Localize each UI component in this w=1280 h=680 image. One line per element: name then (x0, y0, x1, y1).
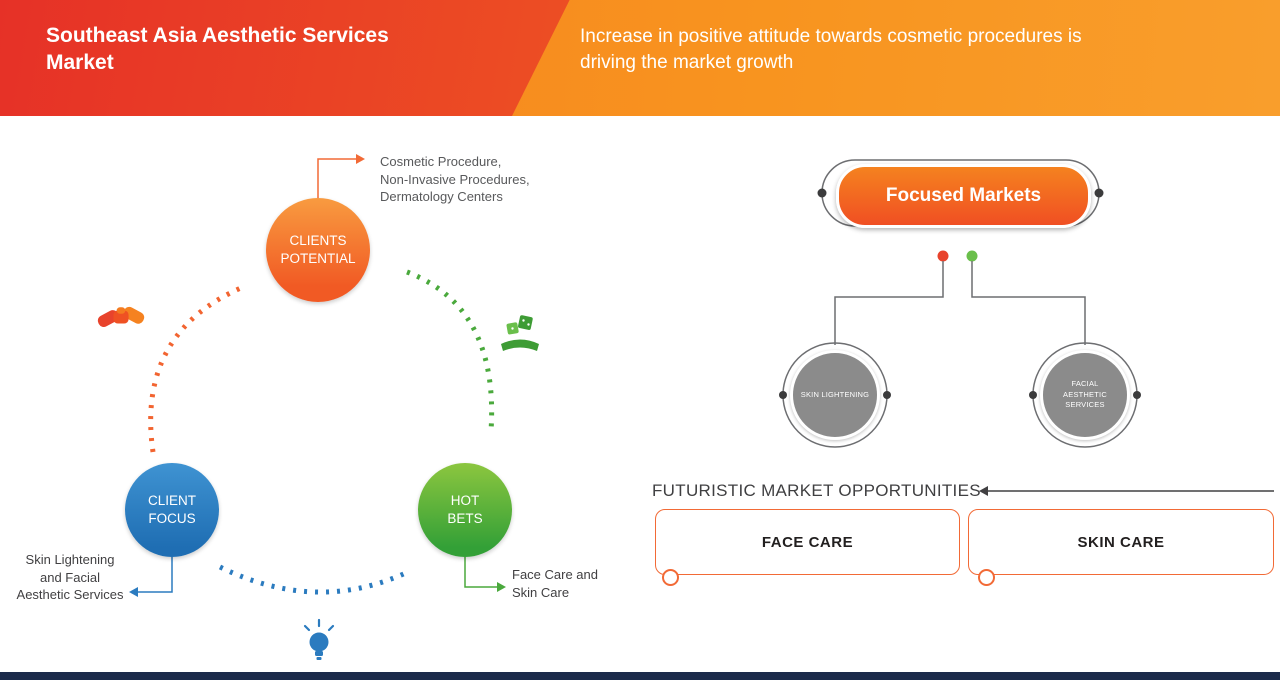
header-left-panel (0, 0, 570, 116)
opportunities-arrow (979, 486, 1274, 496)
annotation-line: Dermatology Centers (380, 189, 503, 205)
node-label-line: HOT (450, 493, 480, 509)
opportunity-box-corner-dot (978, 569, 995, 586)
opportunities-title: FUTURISTIC MARKET OPPORTUNITIES (652, 481, 981, 500)
opportunity-box-label: FACE CARE (761, 533, 854, 551)
node-label-line: CLIENTS (289, 233, 347, 249)
sub-node-label-line: FACIAL (1071, 379, 1099, 389)
annotation-hot-bets: Face Care and Skin Care (512, 566, 598, 601)
annotation-line: Face Care and (512, 567, 598, 582)
callout-line-client-focus (138, 557, 173, 593)
page-title-line-2: Market (46, 51, 114, 75)
cycle-callout-lines (129, 154, 506, 597)
annotation-line: Cosmetic Procedure, (380, 154, 502, 169)
frame-dot-left (817, 188, 827, 198)
annotation-line: Skin Lightening (25, 552, 115, 567)
opportunities-arrow-head (979, 486, 988, 496)
node-clients-potential: CLIENTS POTENTIAL (266, 198, 370, 302)
callout-arrow-clients-potential (356, 154, 365, 164)
header-subtitle-line-2: driving the market growth (580, 51, 794, 73)
cycle-arcs (148, 269, 495, 595)
ring-dot (883, 391, 891, 399)
annotation-clients-potential: Cosmetic Procedure, Non-Invasive Procedu… (380, 153, 530, 206)
opportunity-box-label: SKIN CARE (1077, 533, 1165, 551)
arc-focus-to-potential (148, 284, 244, 453)
opportunity-box-skin-care: SKIN CARE (968, 509, 1274, 575)
header-banner: Southeast Asia Aesthetic Services Market… (0, 0, 1280, 116)
branch-dot-green (966, 250, 978, 262)
callout-arrow-client-focus (129, 587, 138, 597)
dice-hand-icon (497, 314, 543, 363)
page-title-line-1: Southeast Asia Aesthetic Services (46, 24, 389, 47)
branch-line-right (971, 261, 1086, 345)
node-label-line: POTENTIAL (280, 251, 356, 266)
node-label-line: BETS (447, 511, 483, 526)
node-label-line: CLIENT (147, 493, 196, 509)
annotation-line: Non-Invasive Procedures, (380, 171, 530, 187)
node-label-line: FOCUS (148, 511, 196, 526)
header-subtitle: Increase in positive attitude towards co… (580, 24, 1082, 75)
opportunity-box-corner-dot (662, 569, 679, 586)
page-title: Southeast Asia Aesthetic Services Market (46, 22, 389, 77)
ring-dot (779, 391, 787, 399)
focused-markets-label: Focused Markets (885, 185, 1042, 206)
callout-line-clients-potential (317, 158, 356, 198)
sub-node-facial-aesthetic-services: FACIAL AESTHETIC SERVICES (1040, 350, 1130, 440)
sub-node-label-line: SKIN LIGHTENING (800, 389, 870, 399)
callout-arrow-hot-bets (497, 582, 506, 592)
annotation-line: and Facial (40, 569, 100, 585)
opportunity-box-face-care: FACE CARE (655, 509, 960, 575)
handshake-icon (95, 297, 147, 342)
frame-dot-right (1094, 188, 1104, 198)
arc-focus-to-hotbets (218, 564, 412, 595)
callout-line-hot-bets (464, 557, 497, 588)
sub-node-label-line: AESTHETIC SERVICES (1063, 389, 1107, 410)
annotation-line: Aesthetic Services (16, 587, 124, 603)
sub-node-rings (779, 342, 1141, 448)
node-client-focus: CLIENT FOCUS (125, 463, 219, 557)
focused-markets-pill: Focused Markets (836, 164, 1091, 228)
annotation-line: Skin Care (512, 584, 570, 600)
bottom-accent-bar (0, 672, 1280, 680)
ring-dot (1133, 391, 1141, 399)
branch-line-left (834, 261, 944, 345)
header-subtitle-line-1: Increase in positive attitude towards co… (580, 26, 1082, 47)
sub-node-skin-lightening: SKIN LIGHTENING (790, 350, 880, 440)
annotation-client-focus: Skin Lightening and Facial Aesthetic Ser… (8, 551, 132, 604)
bulb-icon (300, 616, 338, 669)
node-hot-bets: HOT BETS (418, 463, 512, 557)
ring-dot (1029, 391, 1037, 399)
branch-dot-red (937, 250, 949, 262)
arc-potential-to-hotbets (406, 269, 495, 432)
